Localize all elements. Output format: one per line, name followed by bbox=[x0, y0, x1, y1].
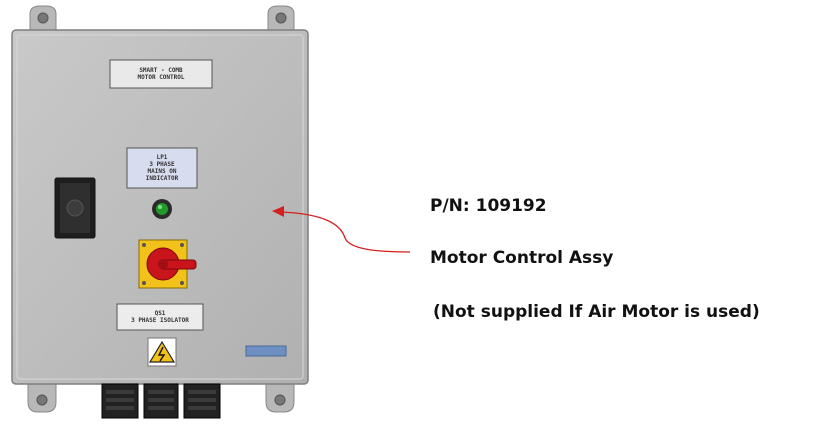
electrical-hazard-icon bbox=[147, 337, 177, 367]
top-label-line-2: MOTOR CONTROL bbox=[137, 74, 185, 81]
indicator-label-line-4: INDICATOR bbox=[145, 175, 179, 182]
indicator-label-text: LP1 3 PHASE MAINS ON INDICATOR bbox=[127, 148, 197, 188]
mounting-lugs bbox=[27, 5, 295, 413]
supply-note: (Not supplied If Air Motor is used) bbox=[433, 302, 760, 322]
isolator-label-text: QS1 3 PHASE ISOLATOR bbox=[117, 304, 203, 330]
part-description: Motor Control Assy bbox=[430, 248, 614, 268]
isolator-label-line-2: 3 PHASE ISOLATOR bbox=[131, 317, 189, 324]
isolator-label-plate bbox=[116, 303, 204, 331]
indicator-label-line-2: 3 PHASE bbox=[149, 161, 175, 168]
top-label-line-1: SMART - COMB bbox=[139, 67, 183, 74]
cable-glands bbox=[101, 383, 221, 419]
indicator-label-line-1: LP1 bbox=[156, 154, 168, 161]
isolator-switch bbox=[138, 239, 197, 289]
indicator-label-line-3: MAINS ON bbox=[147, 168, 177, 175]
indicator-lamp bbox=[156, 203, 168, 215]
callout-arrow bbox=[272, 206, 411, 253]
top-label-text: SMART - COMB MOTOR CONTROL bbox=[110, 60, 212, 88]
part-number: P/N: 109192 bbox=[430, 196, 547, 216]
isolator-label-line-1: QS1 bbox=[154, 310, 166, 317]
manufacturer-badge bbox=[245, 345, 287, 357]
top-label-plate bbox=[109, 59, 213, 89]
push-button bbox=[66, 199, 84, 217]
motor-control-enclosure-illustration bbox=[11, 5, 411, 419]
indicator-label-plate bbox=[126, 147, 198, 189]
